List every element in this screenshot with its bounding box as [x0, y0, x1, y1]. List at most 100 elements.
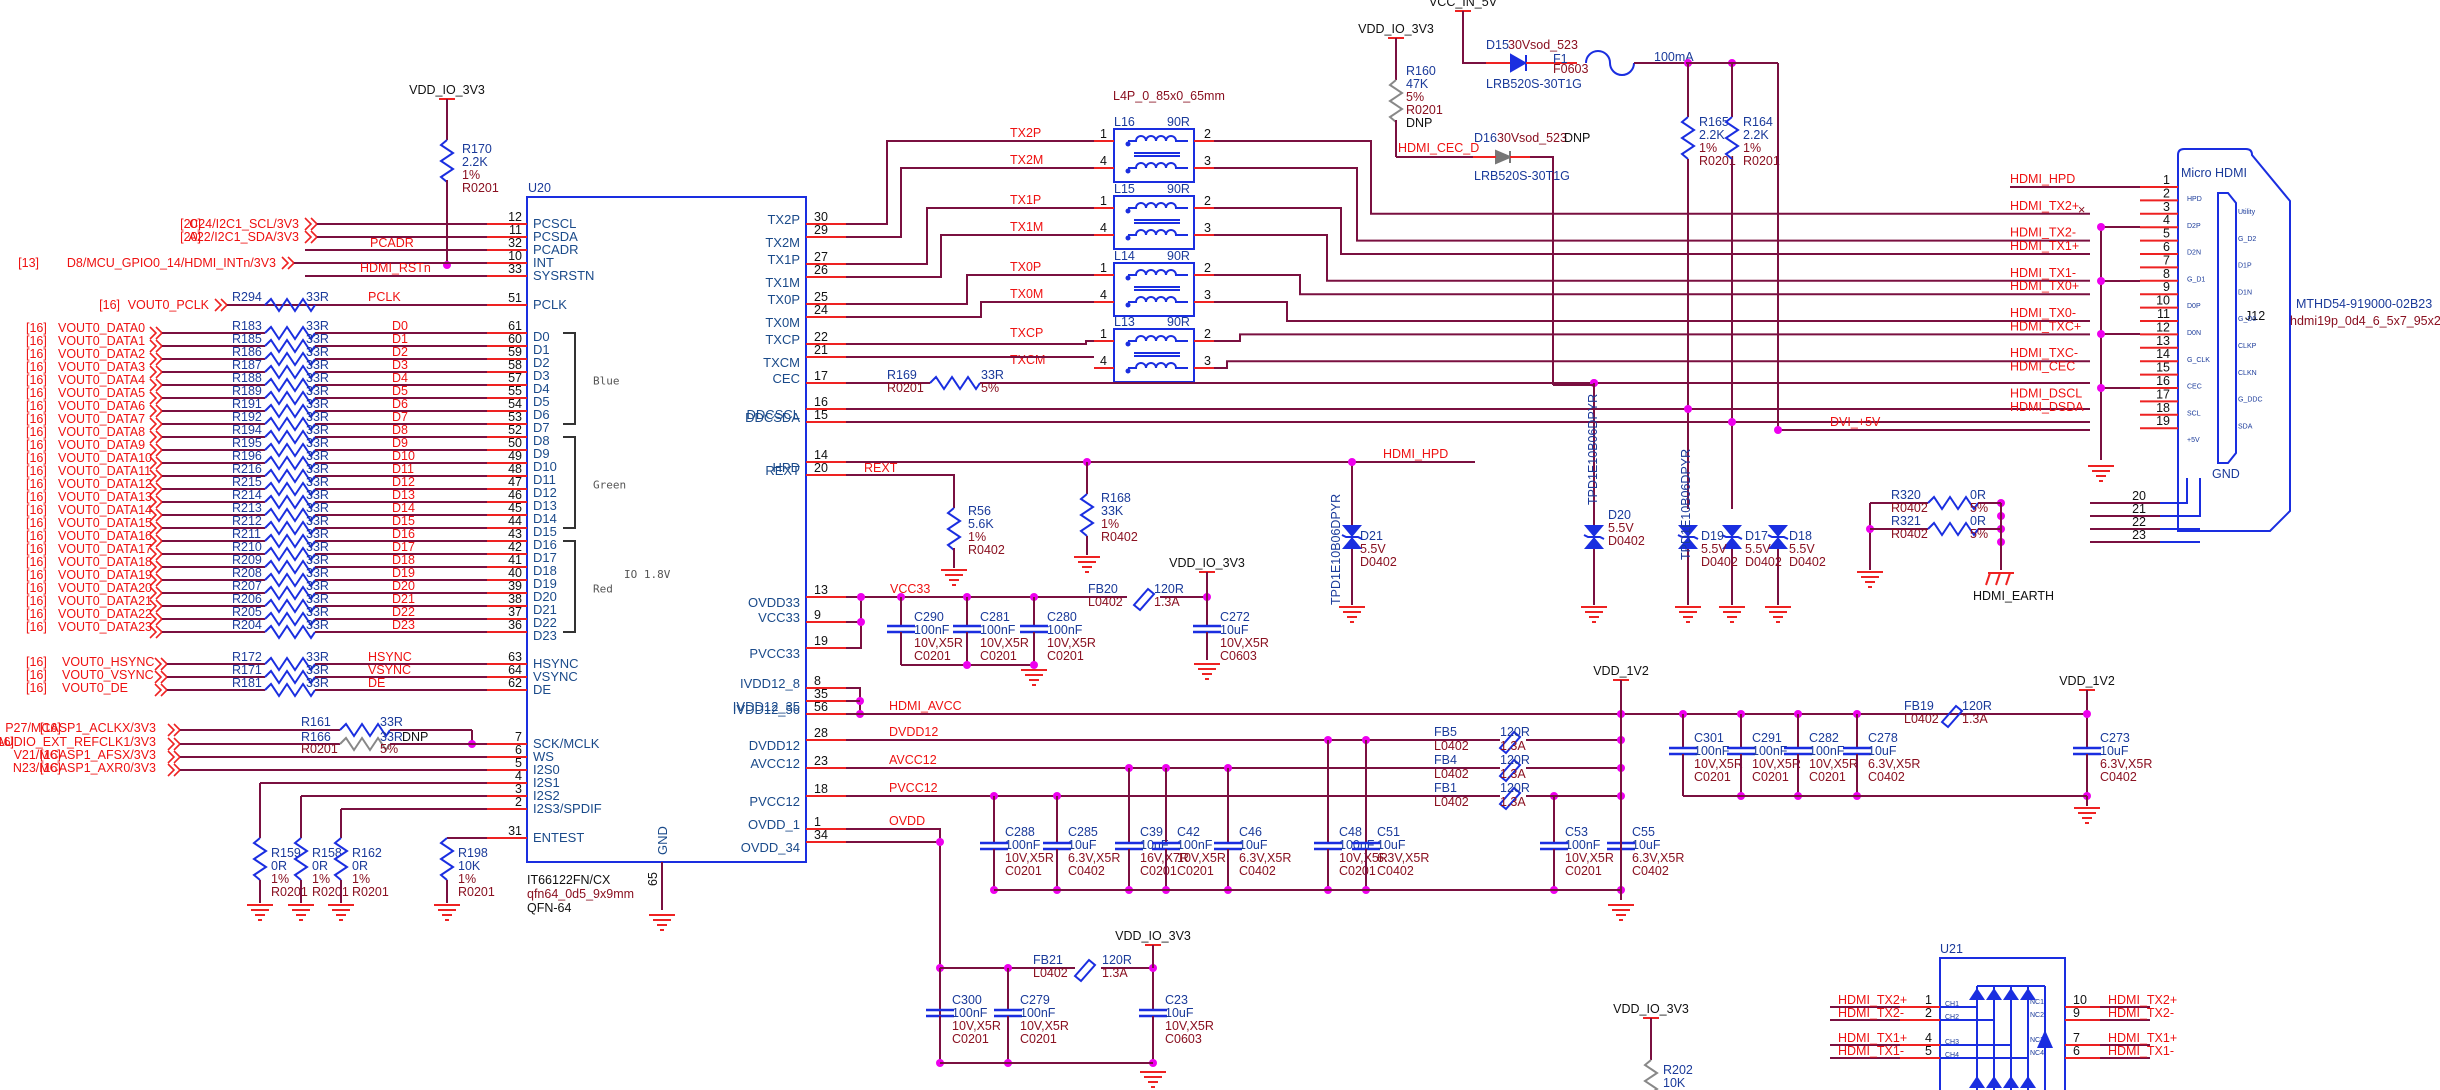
pin-name: HPD — [773, 460, 800, 475]
ref-label: R211 — [232, 527, 261, 541]
pad-label: D1N — [2238, 289, 2252, 296]
value-label: 30V — [1508, 38, 1531, 52]
pin-number: 10 — [508, 249, 522, 263]
pin-number: 21 — [814, 343, 828, 357]
pkg-label: sod_523 — [1519, 131, 1567, 145]
pkg-label: D0402 — [1745, 555, 1782, 569]
pin-number: 54 — [508, 397, 522, 411]
pin-number: 15 — [2156, 361, 2170, 375]
ref-label: FB1 — [1434, 781, 1457, 795]
junction-dot — [2097, 223, 2105, 231]
pin-number: 2 — [1204, 127, 1211, 141]
sheet-ref-label: [16] — [26, 555, 47, 569]
ref-label: R214 — [232, 488, 262, 502]
wire — [1530, 156, 1554, 385]
value-label: 0R — [1970, 514, 1986, 528]
pin-number: 18 — [814, 782, 828, 796]
u21-body — [1939, 957, 2066, 1090]
wire — [846, 301, 1094, 318]
sheet-ref-label: [16] — [0, 735, 14, 749]
pkg-label: R0201 — [1699, 154, 1736, 168]
pin-name: DE — [533, 682, 551, 697]
pin-name: OVDD_1 — [748, 817, 800, 832]
pin-number: 11 — [2157, 307, 2170, 321]
net-label: D5 — [392, 384, 408, 398]
nc-label: NC3 — [2030, 1037, 2044, 1044]
ref-label: C290 — [914, 610, 944, 624]
value-label: 100nF — [1005, 838, 1041, 852]
bus-group-label: Blue — [593, 375, 620, 388]
sheet-ref-label: [16] — [26, 594, 47, 608]
port-net-label: VOUT0_DATA23 — [58, 620, 152, 634]
port-arrow-icon — [167, 763, 182, 777]
ref-label: R192 — [232, 410, 262, 424]
net-label: VSYNC — [368, 663, 411, 677]
ground-icon — [1074, 556, 1100, 573]
pin-name: D3 — [533, 368, 550, 383]
pad-label: SCL — [2187, 410, 2201, 417]
coil-icon — [1128, 335, 1188, 342]
junction-dot — [2097, 384, 2105, 392]
sheet-ref-label: [16] — [26, 503, 47, 517]
current-label: 1.3A — [1962, 712, 1988, 726]
pad-label: D2N — [2187, 250, 2201, 257]
coil-icon — [1128, 202, 1188, 209]
pin-number: 24 — [814, 303, 828, 317]
ground-icon — [1194, 663, 1220, 680]
channel-label: CH2 — [1945, 1014, 1959, 1021]
pin-name: D10 — [533, 459, 557, 474]
pin-name: TXCM — [763, 355, 800, 370]
cmc-ref: L15 — [1114, 182, 1135, 196]
pin-name: VCC33 — [758, 610, 800, 625]
power-label: VDD_IO_3V3 — [1613, 1002, 1689, 1016]
pkg-label: C0201 — [1047, 649, 1084, 663]
capacitor-icon — [1843, 746, 1871, 756]
pkg-label: C0201 — [1140, 864, 1177, 878]
bus-bracket — [563, 540, 576, 633]
net-label: HSYNC — [368, 650, 412, 664]
value-label: 120R — [1962, 699, 1992, 713]
pad-label: Utility — [2238, 209, 2256, 216]
port-net-label: VOUT0_DATA5 — [58, 386, 145, 400]
pkg-label: D0402 — [1789, 555, 1826, 569]
tol-label: 1% — [458, 872, 476, 886]
net-label: HDMI_TX1- — [1838, 1044, 1904, 1058]
port-net-label: N23/MCASP1_AXR0/3V3 — [13, 761, 156, 775]
pin-number: 8 — [2163, 267, 2170, 281]
wire — [846, 234, 1094, 278]
net-label: VCC33 — [890, 582, 930, 596]
resistor-icon — [264, 325, 316, 341]
ref-label: R198 — [458, 846, 488, 860]
net-label: PCADR — [370, 236, 414, 250]
port-net-label: VOUT0_DATA0 — [58, 321, 145, 335]
pkg-label: C0402 — [1632, 864, 1669, 878]
sheet-ref-label: [16] — [26, 464, 47, 478]
net-label: D18 — [392, 553, 415, 567]
port-arrow-icon — [149, 391, 164, 405]
diode-icon — [2003, 988, 2019, 1000]
u20-package: QFN-64 — [527, 901, 572, 915]
sheet-ref-label: [16] — [40, 761, 61, 775]
port-arrow-icon — [304, 230, 319, 244]
net-label: DVDD12 — [889, 725, 938, 739]
cmc-body — [1113, 195, 1195, 250]
net-label: D6 — [392, 397, 408, 411]
pin-name: D18 — [533, 563, 557, 578]
net-label: HDMI_HPD — [2010, 172, 2075, 186]
junction-dot — [1030, 661, 1038, 669]
rating-label: 10V,X5R — [952, 1019, 1001, 1033]
wire — [1214, 301, 2090, 322]
pin-name: PVCC33 — [749, 646, 800, 661]
polarity-dot — [1125, 141, 1131, 147]
pkg-label: L0402 — [1904, 712, 1939, 726]
port-net-label: VOUT0_DATA2 — [58, 347, 145, 361]
resistor-icon — [252, 837, 268, 881]
net-label: D23 — [392, 618, 415, 632]
net-label: HDMI_TX1- — [2010, 266, 2076, 280]
pin-number: 45 — [508, 501, 522, 515]
value-label: 10uF — [1068, 838, 1097, 852]
sheet-ref-label: [16] — [26, 438, 47, 452]
ground-icon — [288, 904, 314, 921]
net-label: D1 — [392, 332, 408, 346]
net-label: HDMI_AVCC — [889, 699, 962, 713]
